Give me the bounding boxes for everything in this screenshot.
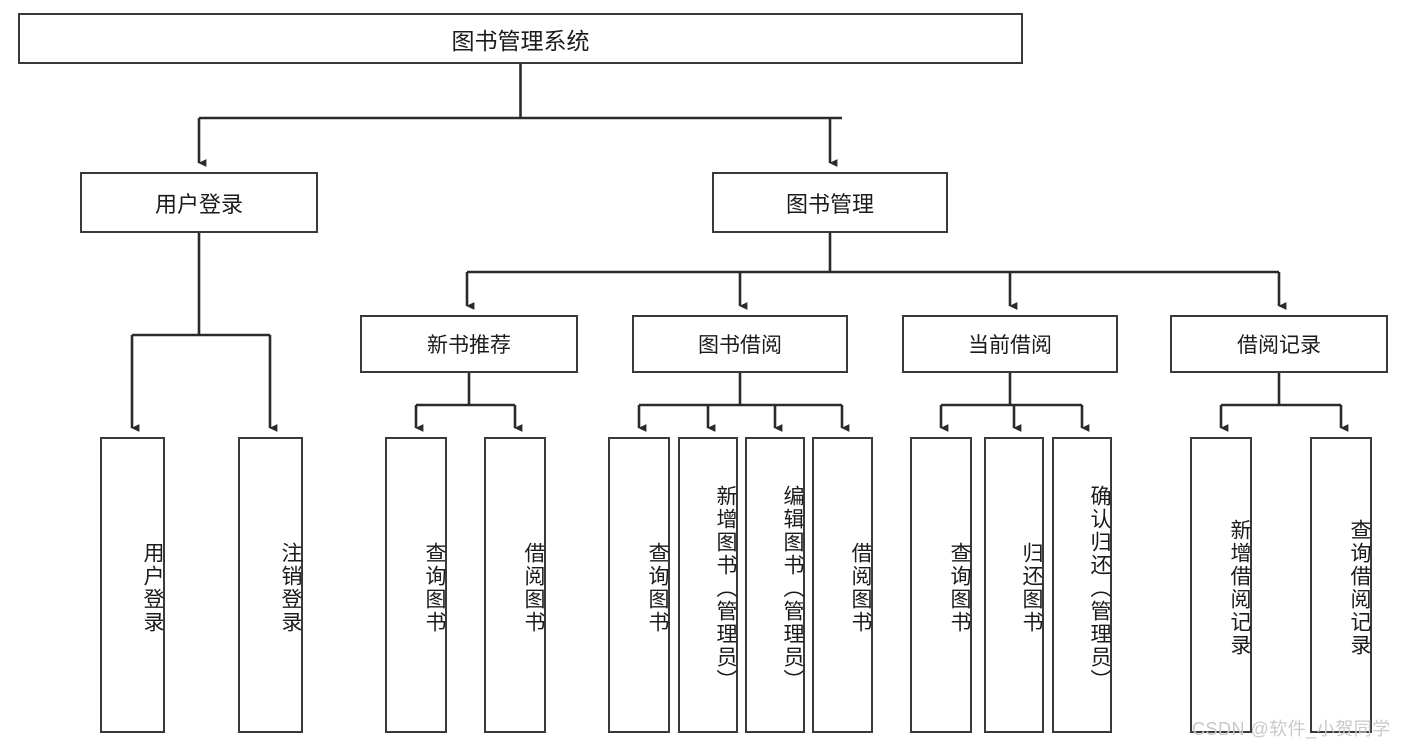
node-root-system[interactable]: 图书管理系统	[18, 13, 1023, 64]
node-label: 查询借阅记录	[1348, 519, 1371, 657]
node-label: 确认归还（管理员）	[1088, 484, 1111, 692]
node-leaf-12[interactable]: 新增借阅记录	[1190, 437, 1252, 733]
node-label: 查询图书	[948, 542, 971, 634]
node-label: 图书管理	[785, 191, 874, 217]
node-label: 新增图书（管理员）	[714, 484, 737, 692]
node-label: 借阅记录	[1237, 334, 1321, 357]
node-leaf-1[interactable]: 用户登录	[100, 437, 165, 733]
node-leaf-4[interactable]: 借阅图书	[484, 437, 546, 733]
node-level3-2[interactable]: 图书借阅	[632, 315, 848, 373]
node-leaf-2[interactable]: 注销登录	[238, 437, 303, 733]
node-leaf-11[interactable]: 确认归还（管理员）	[1052, 437, 1112, 733]
node-level3-3[interactable]: 当前借阅	[902, 315, 1118, 373]
node-level2-1[interactable]: 用户登录	[80, 172, 318, 233]
node-label: 编辑图书（管理员）	[781, 484, 804, 692]
node-label: 查询图书	[646, 542, 669, 634]
node-label: 注销登录	[279, 542, 302, 634]
node-leaf-7[interactable]: 编辑图书（管理员）	[745, 437, 805, 733]
node-leaf-10[interactable]: 归还图书	[984, 437, 1044, 733]
node-label: 查询图书	[423, 542, 446, 634]
node-level2-2[interactable]: 图书管理	[712, 172, 948, 233]
node-leaf-8[interactable]: 借阅图书	[812, 437, 873, 733]
csdn-watermark: CSDN @软件_小贺同学	[1192, 719, 1391, 739]
node-label: 借阅图书	[522, 542, 545, 634]
node-label: 用户登录	[141, 542, 164, 634]
node-label: 用户登录	[154, 191, 243, 217]
node-label: 图书管理系统	[451, 27, 590, 54]
node-leaf-5[interactable]: 查询图书	[608, 437, 670, 733]
node-leaf-13[interactable]: 查询借阅记录	[1310, 437, 1372, 733]
node-label: 归还图书	[1020, 542, 1043, 634]
node-leaf-6[interactable]: 新增图书（管理员）	[678, 437, 738, 733]
node-leaf-3[interactable]: 查询图书	[385, 437, 447, 733]
node-label: 当前借阅	[968, 334, 1052, 357]
node-level3-1[interactable]: 新书推荐	[360, 315, 578, 373]
node-level3-4[interactable]: 借阅记录	[1170, 315, 1388, 373]
node-label: 借阅图书	[849, 542, 872, 634]
node-label: 图书借阅	[698, 334, 782, 357]
node-label: 新书推荐	[427, 334, 511, 357]
node-leaf-9[interactable]: 查询图书	[910, 437, 972, 733]
node-label: 新增借阅记录	[1228, 519, 1251, 657]
